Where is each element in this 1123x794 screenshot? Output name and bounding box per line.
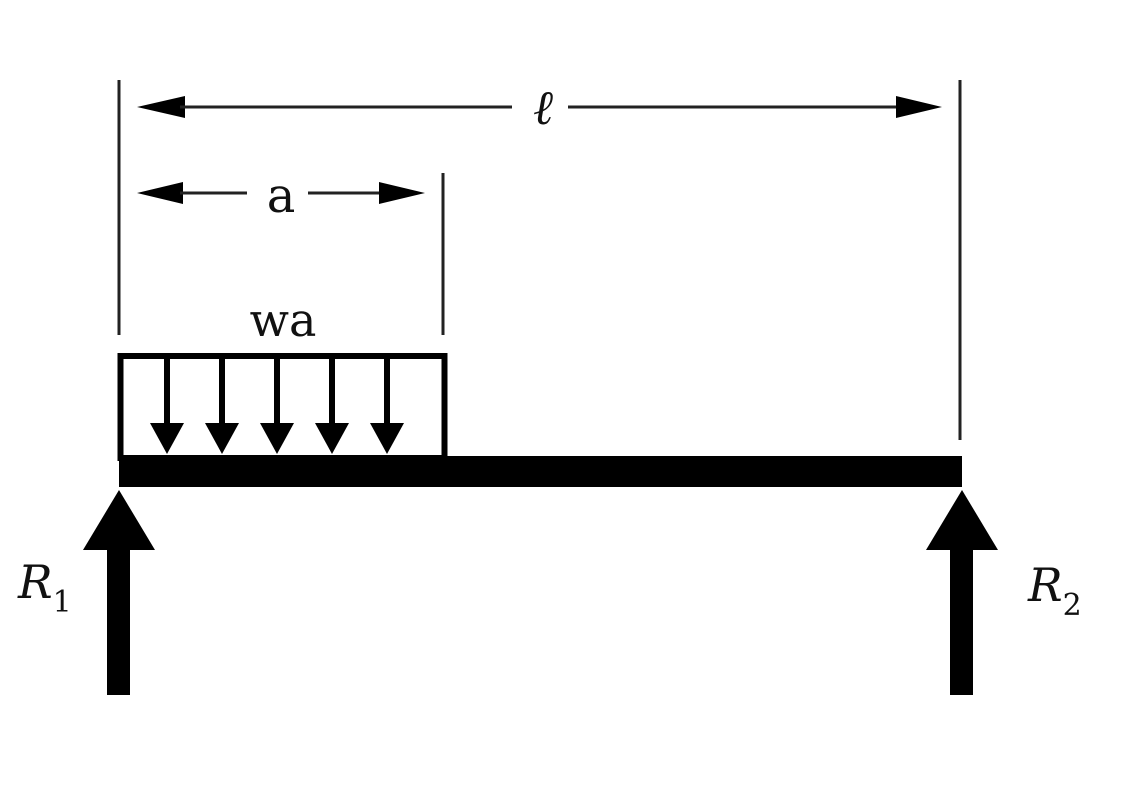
- load-length-label: a: [267, 168, 296, 224]
- load-arrow: [150, 358, 184, 454]
- load-arrow: [260, 358, 294, 454]
- left-reaction-arrowhead: [83, 490, 155, 550]
- right-reaction-arrowhead: [926, 490, 998, 550]
- right-reaction-arrow: [926, 490, 998, 695]
- load-arrow: [205, 358, 239, 454]
- right-reaction-label: R2: [1027, 558, 1082, 623]
- left-reaction-label: R1: [17, 555, 72, 620]
- right-reaction-shaft: [950, 549, 973, 695]
- beam: [119, 456, 962, 487]
- load-arrow: [370, 358, 404, 454]
- a-arrowhead-left: [137, 182, 183, 204]
- distributed-load-label: wa: [250, 293, 317, 347]
- load-length-dimension: a: [137, 168, 425, 224]
- load-arrow: [315, 358, 349, 454]
- left-reaction-arrow: [83, 490, 155, 695]
- span-length-label: ℓ: [533, 80, 553, 136]
- left-reaction-shaft: [107, 549, 130, 695]
- load-arrows: [150, 358, 404, 454]
- span-arrowhead-left: [137, 96, 185, 118]
- span-dimension: ℓ: [137, 80, 942, 136]
- a-arrowhead-right: [379, 182, 425, 204]
- span-arrowhead-right: [896, 96, 942, 118]
